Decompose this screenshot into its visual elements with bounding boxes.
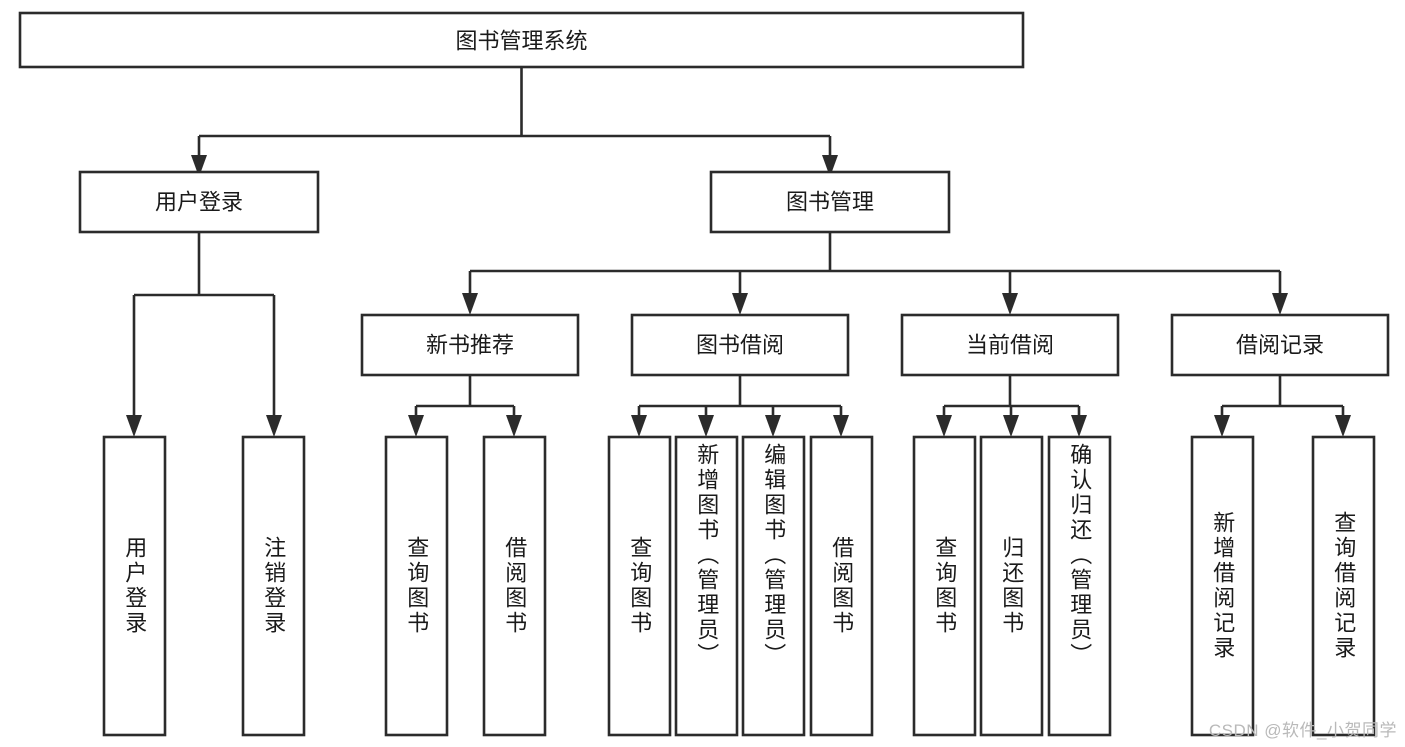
arrow-br-to-query-record	[1335, 415, 1351, 437]
node-root[interactable]: 图书管理系统	[18, 11, 1025, 69]
node-new-book-recommend-label: 新书推荐	[426, 333, 514, 358]
node-leaf-add-record-box[interactable]	[1190, 435, 1255, 737]
arrow-nbr-to-borrow-book	[506, 415, 522, 437]
arrow-book-manage-to-borrow-record	[1272, 293, 1288, 315]
node-book-borrow[interactable]: 图书借阅	[630, 313, 850, 377]
node-new-book-recommend[interactable]: 新书推荐	[360, 313, 580, 377]
arrow-root-to-user-login	[191, 155, 207, 177]
arrow-book-manage-to-current-borrow	[1002, 293, 1018, 315]
arrow-bb-to-edit-book	[765, 415, 781, 437]
node-user-login[interactable]: 用户登录	[78, 170, 320, 234]
csdn-watermark: CSDN @软件_小贺同学	[1208, 721, 1397, 740]
node-root-label: 图书管理系统	[455, 29, 587, 54]
arrow-cb-to-query-book	[936, 415, 952, 437]
node-current-borrow-label: 当前借阅	[966, 333, 1054, 358]
arrow-book-manage-to-new-book-recommend	[462, 293, 478, 315]
connector-group-book-borrow	[631, 375, 849, 437]
arrow-bb-to-add-book	[698, 415, 714, 437]
node-leaf-add-book-box[interactable]	[674, 435, 739, 737]
node-book-borrow-label: 图书借阅	[696, 333, 784, 358]
arrow-cb-to-return-book	[1003, 415, 1019, 437]
arrow-nbr-to-query-book	[408, 415, 424, 437]
node-book-manage[interactable]: 图书管理	[709, 170, 951, 234]
arrow-bb-to-borrow-book	[833, 415, 849, 437]
node-leaf-query-book-rec-box[interactable]	[384, 435, 449, 737]
connector-group-root	[191, 67, 838, 177]
arrow-user-login-to-leaf-logout	[266, 415, 282, 437]
arrow-book-manage-to-book-borrow	[732, 293, 748, 315]
node-book-manage-label: 图书管理	[786, 190, 874, 215]
node-user-login-label: 用户登录	[155, 190, 243, 215]
node-root-box[interactable]	[18, 11, 1025, 69]
arrow-user-login-to-leaf-user-login	[126, 415, 142, 437]
node-leaf-query-record-box[interactable]	[1311, 435, 1376, 737]
node-leaf-confirm-return-box[interactable]	[1047, 435, 1112, 737]
node-leaf-logout-box[interactable]	[241, 435, 306, 737]
connector-group-new-book-recommend	[408, 375, 522, 437]
edge-borrow-record-bus	[1220, 375, 1345, 428]
node-leaf-return-book-box[interactable]	[979, 435, 1044, 737]
arrow-cb-to-confirm-return	[1071, 415, 1087, 437]
node-user-login-box[interactable]	[78, 170, 320, 234]
node-leaf-borrow-book-box[interactable]	[809, 435, 874, 737]
node-borrow-record-label: 借阅记录	[1236, 333, 1324, 358]
leaf-boxes-group	[102, 435, 1376, 737]
arrow-bb-to-query-book	[631, 415, 647, 437]
connector-group-user-login	[126, 232, 282, 437]
node-book-borrow-box[interactable]	[630, 313, 850, 377]
edge-user-login-bus	[132, 232, 276, 428]
node-leaf-user-login-box[interactable]	[102, 435, 167, 737]
node-current-borrow[interactable]: 当前借阅	[900, 313, 1120, 377]
node-new-book-recommend-box[interactable]	[360, 313, 580, 377]
node-book-manage-box[interactable]	[709, 170, 951, 234]
arrow-root-to-book-manage	[822, 155, 838, 177]
node-leaf-query-book-cur-box[interactable]	[912, 435, 977, 737]
node-borrow-record-box[interactable]	[1170, 313, 1390, 377]
edge-new-book-recommend-bus	[414, 375, 516, 428]
edge-book-manage-bus	[468, 232, 1282, 306]
node-leaf-borrow-book-rec-box[interactable]	[482, 435, 547, 737]
edge-root-to-level2-bus	[197, 67, 832, 164]
connector-group-current-borrow	[936, 375, 1087, 437]
node-leaf-query-book-borrow-box[interactable]	[607, 435, 672, 737]
connector-group-book-manage	[462, 232, 1288, 315]
arrow-br-to-add-record	[1214, 415, 1230, 437]
node-current-borrow-box[interactable]	[900, 313, 1120, 377]
node-borrow-record[interactable]: 借阅记录	[1170, 313, 1390, 377]
connector-group-borrow-record	[1214, 375, 1351, 437]
edge-book-borrow-bus	[637, 375, 843, 428]
node-leaf-edit-book-box[interactable]	[741, 435, 806, 737]
